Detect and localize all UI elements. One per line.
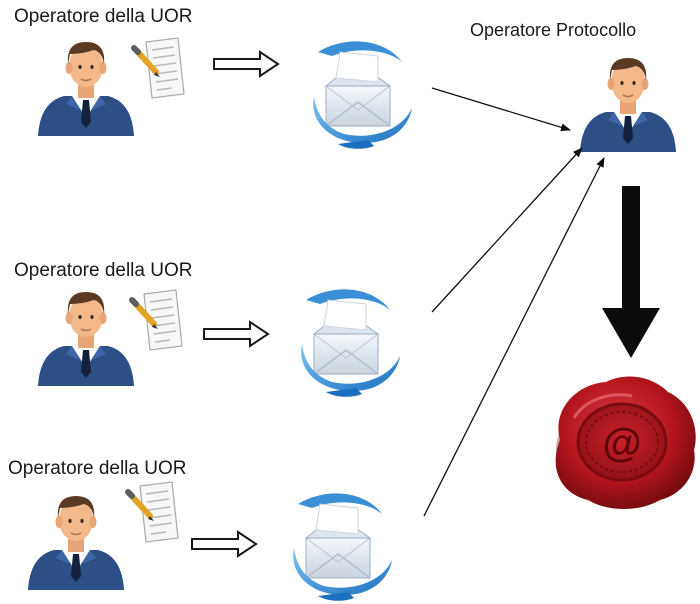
envelope-3-to-protocol-arrow — [423, 157, 605, 517]
protocol-operator-person-icon — [579, 57, 677, 153]
uor-operator-2-label: Operatore della UOR — [14, 260, 193, 281]
uor-operator-3-label: Operatore della UOR — [8, 458, 187, 479]
uor-operator-3-email-envelope-icon — [292, 492, 393, 602]
uor-operator-2-person-icon — [37, 291, 135, 387]
uor-operator-2-email-envelope-icon — [300, 288, 401, 398]
uor-operator-1-email-envelope-icon — [312, 40, 413, 150]
uor-operator-3-document-pen-icon — [128, 482, 178, 542]
envelope-1-to-protocol-arrow — [431, 87, 571, 132]
seal-at-symbol: @ — [602, 421, 641, 465]
uor-operator-3-person-icon — [27, 495, 125, 591]
protocol-to-seal-arrow — [602, 186, 660, 358]
protocol-operator-label: Operatore Protocollo — [470, 20, 637, 40]
uor-operator-1-outline-arrow-icon — [213, 51, 279, 77]
wax-seal-icon: @ — [555, 376, 696, 509]
uor-operator-1-label: Operatore della UOR — [14, 6, 193, 27]
uor-operator-1-document-pen-icon — [134, 38, 184, 98]
uor-operator-3-outline-arrow-icon — [191, 531, 257, 557]
uor-operator-2-outline-arrow-icon — [203, 321, 269, 347]
uor-operator-2-document-pen-icon — [132, 290, 182, 350]
envelope-2-to-protocol-arrow — [431, 147, 583, 313]
uor-operator-1-person-icon — [37, 41, 135, 137]
